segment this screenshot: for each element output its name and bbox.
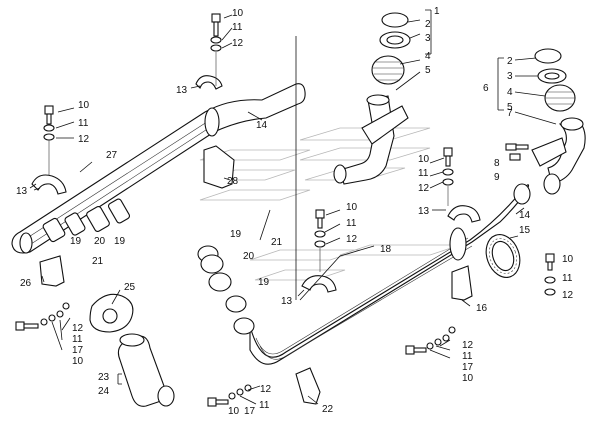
callout-10: 10 (232, 8, 244, 19)
callout-5-right: 5 (507, 102, 513, 113)
callout-17-rb: 17 (462, 362, 474, 373)
callout-20-c: 20 (243, 251, 255, 262)
callout-4-right: 4 (507, 87, 513, 98)
callout-22: 22 (322, 404, 334, 415)
callout-10-r: 10 (562, 254, 574, 265)
callout-12-cr: 12 (418, 183, 430, 194)
callout-14: 14 (256, 120, 268, 131)
callout-11-b: 11 (259, 400, 270, 411)
callout-28: 28 (227, 176, 239, 187)
callout-16: 16 (476, 303, 488, 314)
callout-2: 2 (425, 19, 431, 30)
clamp-13-top (195, 75, 223, 90)
callout-11-cr: 11 (418, 168, 429, 179)
callout-14-right: 14 (519, 210, 531, 221)
watermark (199, 127, 461, 281)
elbow-pipe-23 (117, 333, 175, 407)
callout-10-l: 10 (78, 100, 90, 111)
rings-top-center (371, 12, 411, 85)
callout-11-rb: 11 (462, 351, 473, 362)
callout-11-l: 11 (78, 118, 89, 129)
callout-19-l1: 19 (70, 236, 82, 247)
callout-2-right: 2 (507, 56, 513, 67)
sleeves-left (42, 198, 131, 243)
rings-right (534, 48, 576, 112)
bracket-26 (39, 255, 65, 287)
callout-19-c2: 19 (258, 277, 270, 288)
callout-19-l2: 19 (114, 236, 126, 247)
callout-9: 9 (494, 172, 500, 183)
bolt-stack-center-right (442, 147, 454, 206)
callout-23: 23 (98, 372, 110, 383)
callout-12: 12 (232, 38, 244, 49)
bracket-22 (295, 367, 321, 405)
callout-6: 6 (483, 83, 489, 94)
callout-12-c: 12 (346, 234, 358, 245)
bracket-16 (451, 265, 473, 301)
bolts-8-9 (505, 143, 529, 161)
callout-20-l: 20 (94, 236, 106, 247)
callout-17-b: 17 (244, 406, 256, 417)
callout-12-l: 12 (78, 134, 90, 145)
callout-21-l: 21 (92, 256, 104, 267)
callout-24: 24 (98, 386, 110, 397)
bolt-stack-center (314, 209, 326, 272)
callout-25: 25 (124, 282, 136, 293)
callout-1: 1 (434, 6, 440, 17)
callout-4: 4 (425, 51, 431, 62)
callout-labels: 10 11 12 13 14 28 1 2 3 4 5 2 3 6 4 5 7 … (16, 6, 574, 417)
callout-17-lb: 17 (72, 345, 84, 356)
callout-13-c: 13 (281, 296, 293, 307)
callout-3: 3 (425, 33, 431, 44)
callout-11-c: 11 (346, 218, 357, 229)
callout-12-rb: 12 (462, 340, 474, 351)
callout-26: 26 (20, 278, 32, 289)
callout-12-lb: 12 (72, 323, 84, 334)
gasket-25 (89, 293, 134, 333)
callout-27: 27 (106, 150, 118, 161)
bolt-stack-right (544, 253, 556, 296)
leader-lines (29, 9, 557, 405)
callout-11: 11 (232, 22, 243, 33)
elbow-pipe-right (531, 117, 586, 195)
elbow-pipe-upper (333, 94, 409, 185)
bolt-row-right-bottom (405, 326, 456, 355)
callout-5: 5 (425, 65, 431, 76)
callout-3-right: 3 (507, 71, 513, 82)
callout-10-b: 10 (228, 406, 240, 417)
callout-18: 18 (380, 244, 392, 255)
clamp-13-center (301, 275, 337, 293)
sleeves-center (197, 245, 255, 335)
callout-10-lb: 10 (72, 356, 84, 367)
clamp-13-center-right (447, 205, 481, 223)
callout-12-r: 12 (562, 290, 574, 301)
clamp-ring-15 (485, 234, 521, 278)
callout-13-cr: 13 (418, 206, 430, 217)
bolt-stack-top (210, 13, 222, 86)
callout-13-l: 13 (16, 186, 28, 197)
bolt-row-bottom (207, 384, 252, 407)
callout-15: 15 (519, 225, 531, 236)
callout-10-rb: 10 (462, 373, 474, 384)
callout-11-r: 11 (562, 273, 573, 284)
callout-12-b: 12 (260, 384, 272, 395)
bolt-row-left-bottom (15, 302, 70, 331)
callout-13: 13 (176, 85, 188, 96)
callout-10-cr: 10 (418, 154, 430, 165)
clamp-13-left (31, 174, 67, 195)
callout-21-c: 21 (271, 237, 283, 248)
callout-7: 7 (507, 108, 513, 119)
callout-10-c: 10 (346, 202, 358, 213)
callout-8: 8 (494, 158, 500, 169)
pipe-27 (11, 83, 306, 254)
callout-19-c1: 19 (230, 229, 242, 240)
callout-11-lb: 11 (72, 334, 83, 345)
pipe-18 (249, 183, 531, 365)
bolt-stack-left (43, 105, 55, 178)
bracket-28 (203, 145, 235, 189)
